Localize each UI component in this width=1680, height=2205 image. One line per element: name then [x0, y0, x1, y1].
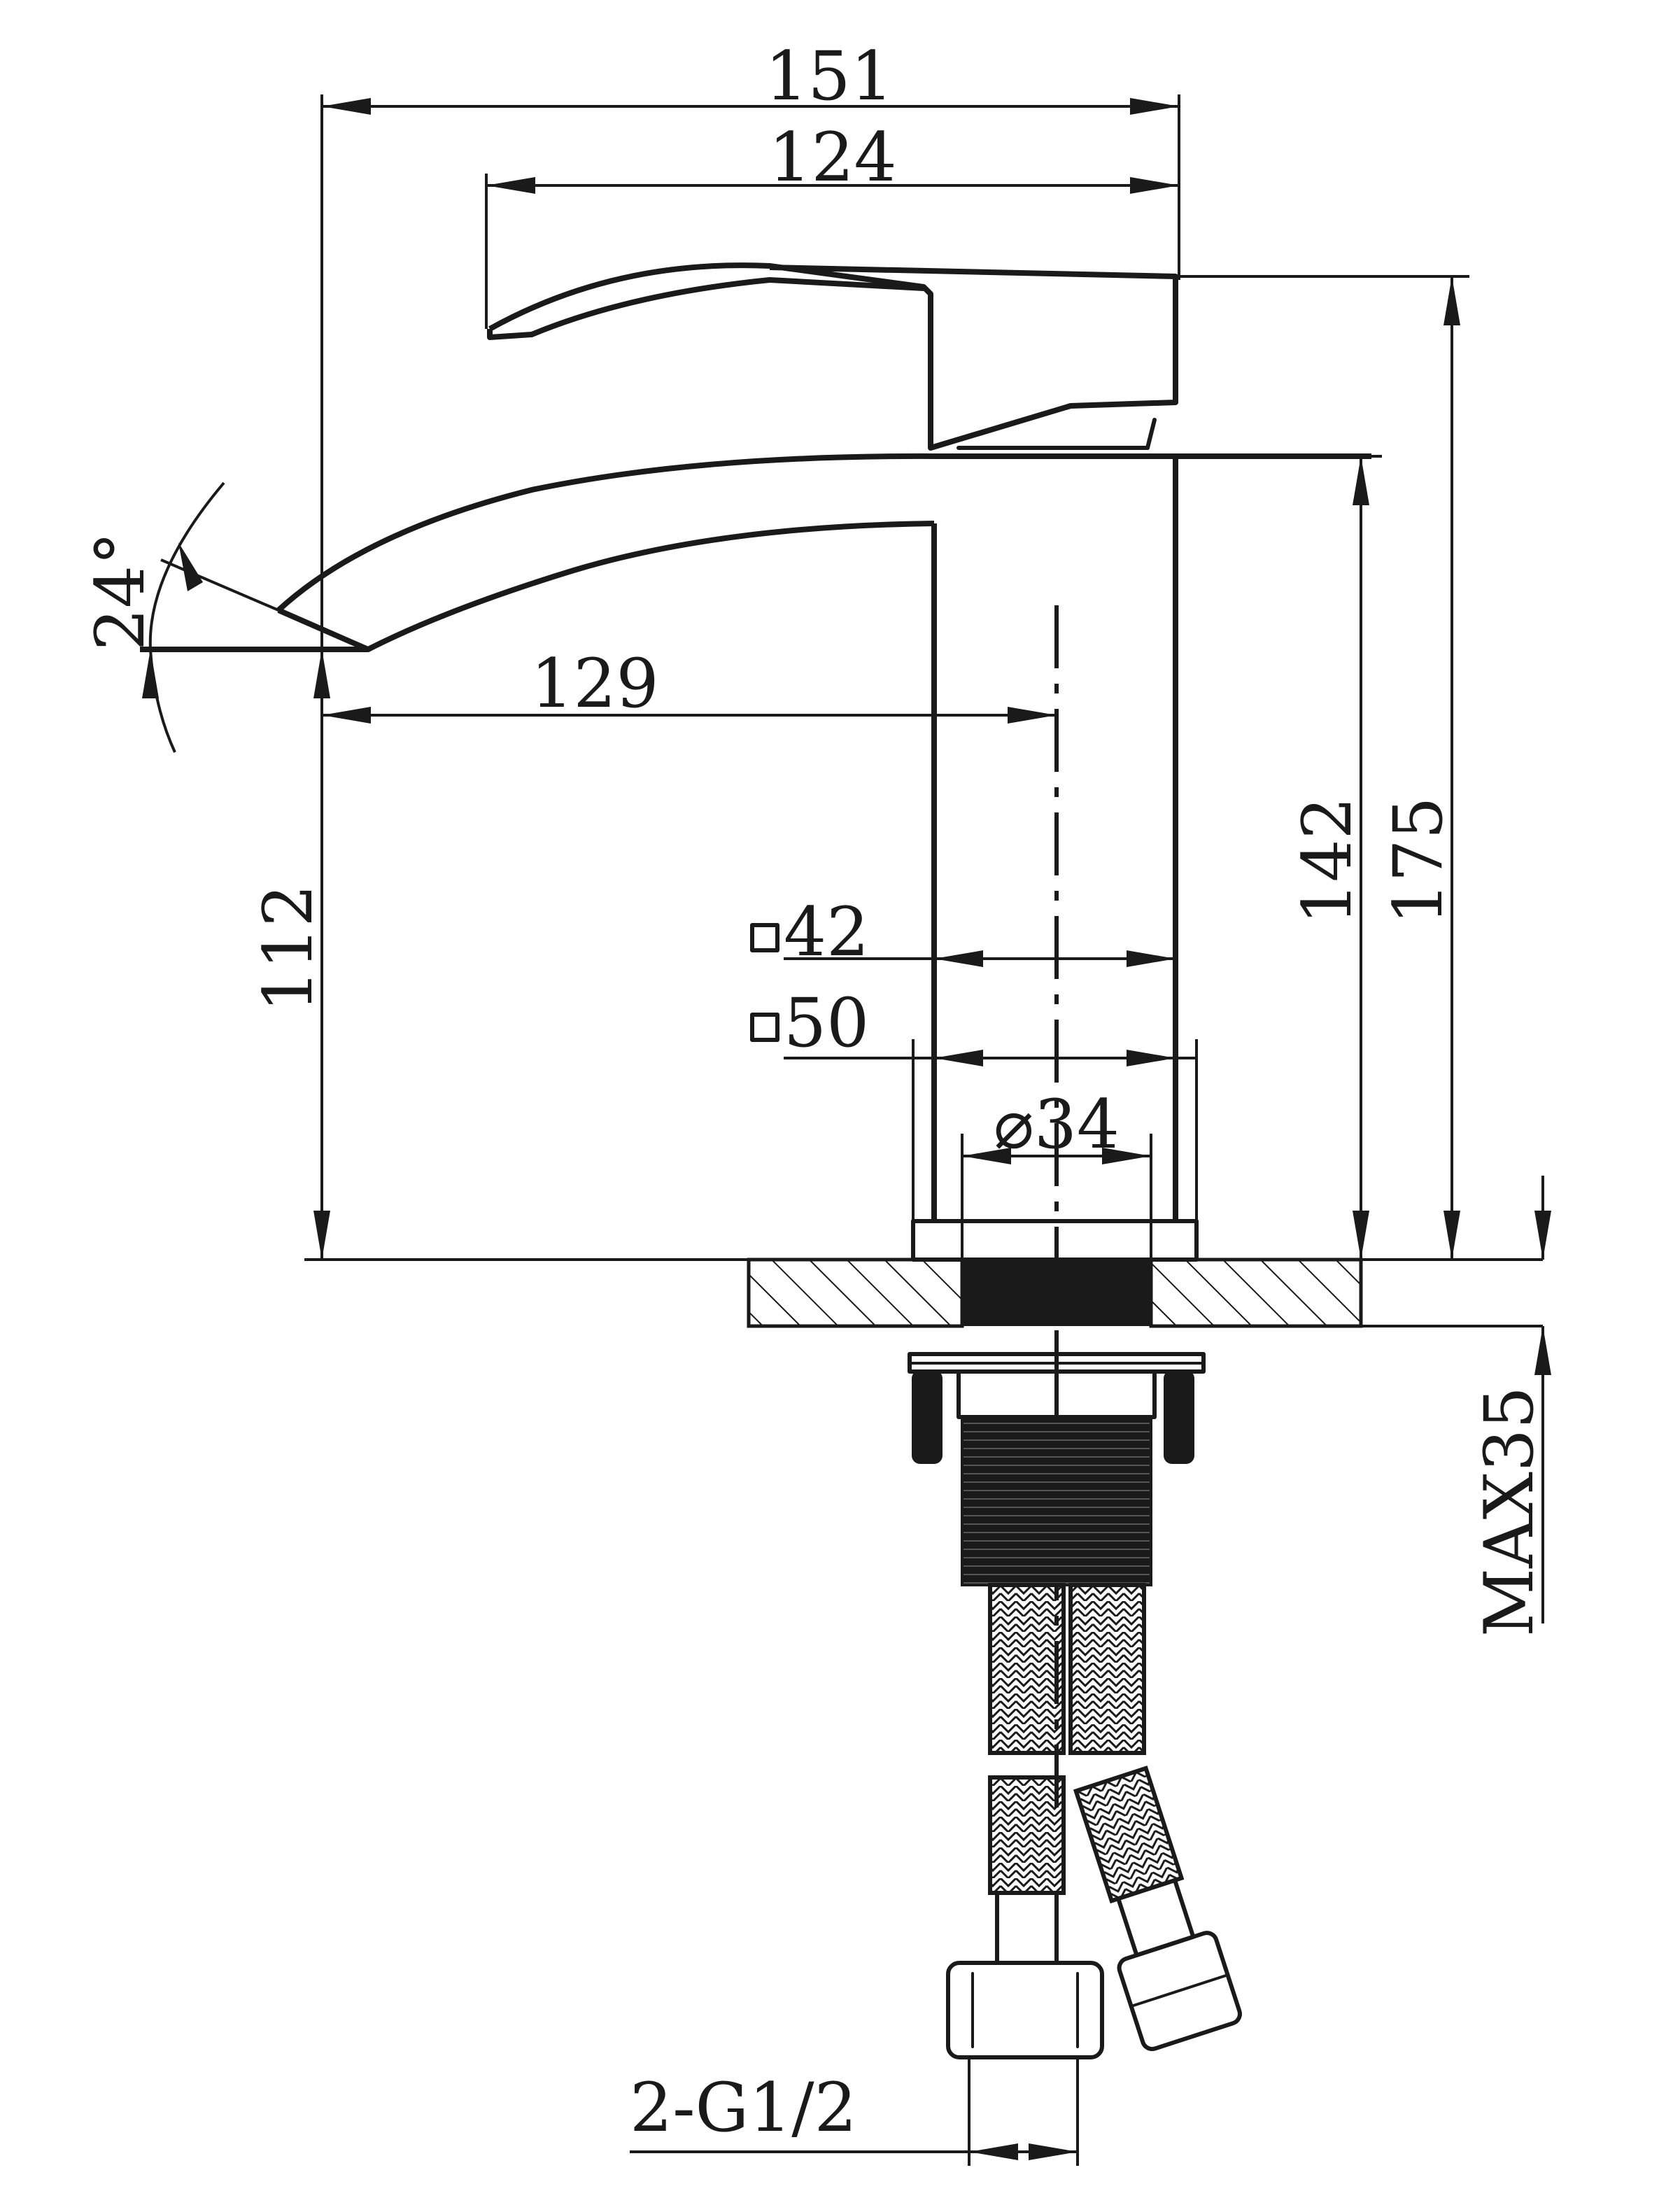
square-section-icon — [750, 923, 779, 952]
hose-left-upper — [988, 1583, 1066, 1755]
spout-angle-dimension: 24° — [81, 481, 279, 753]
hose-right-upper — [1068, 1583, 1146, 1755]
handle-lever — [488, 262, 1178, 451]
nut-left — [957, 1369, 1059, 1419]
deck-section — [304, 1258, 1543, 1328]
hose-left-lower — [988, 1775, 1066, 1895]
stud-right — [1164, 1370, 1194, 1464]
handle-lever-top — [487, 277, 924, 340]
square-section-icon — [750, 1013, 779, 1042]
nut-right — [1054, 1369, 1157, 1419]
spout-top — [276, 453, 1371, 612]
ferrule-left — [995, 1891, 1059, 1965]
label-body-height: 142 — [1288, 796, 1367, 924]
label-connection: 2-G1/2 — [630, 2069, 857, 2147]
label-overall-height: 175 — [1379, 796, 1457, 924]
label-spout-reach: 129 — [530, 644, 658, 723]
mounting-shank-in-deck — [962, 1260, 1151, 1326]
deck-hatch-right — [1149, 1258, 1363, 1328]
spout-tip — [140, 607, 371, 652]
threaded-shank — [961, 1416, 1152, 1586]
spout-bottom — [367, 521, 935, 652]
label-deck-thickness: MAX35 — [1470, 1386, 1548, 1637]
faucet-body — [140, 262, 1371, 1262]
label-base-diameter: ⌀34 — [994, 1085, 1120, 1164]
deck-hatch-left — [747, 1258, 964, 1328]
supply-hoses — [946, 1583, 1242, 2059]
nut-fitting-left — [946, 1961, 1104, 2059]
label-overall-width: 151 — [765, 37, 893, 115]
hose-right-lower — [1073, 1766, 1185, 1904]
label-spout-height: 112 — [249, 884, 327, 1012]
handle-base — [957, 418, 1157, 450]
label-handle-width: 124 — [768, 118, 896, 197]
label-spout-angle: 24° — [81, 532, 160, 651]
label-body-square-base: 50 — [784, 984, 869, 1062]
mounting-hardware — [908, 1352, 1206, 1586]
stud-left — [912, 1370, 943, 1464]
